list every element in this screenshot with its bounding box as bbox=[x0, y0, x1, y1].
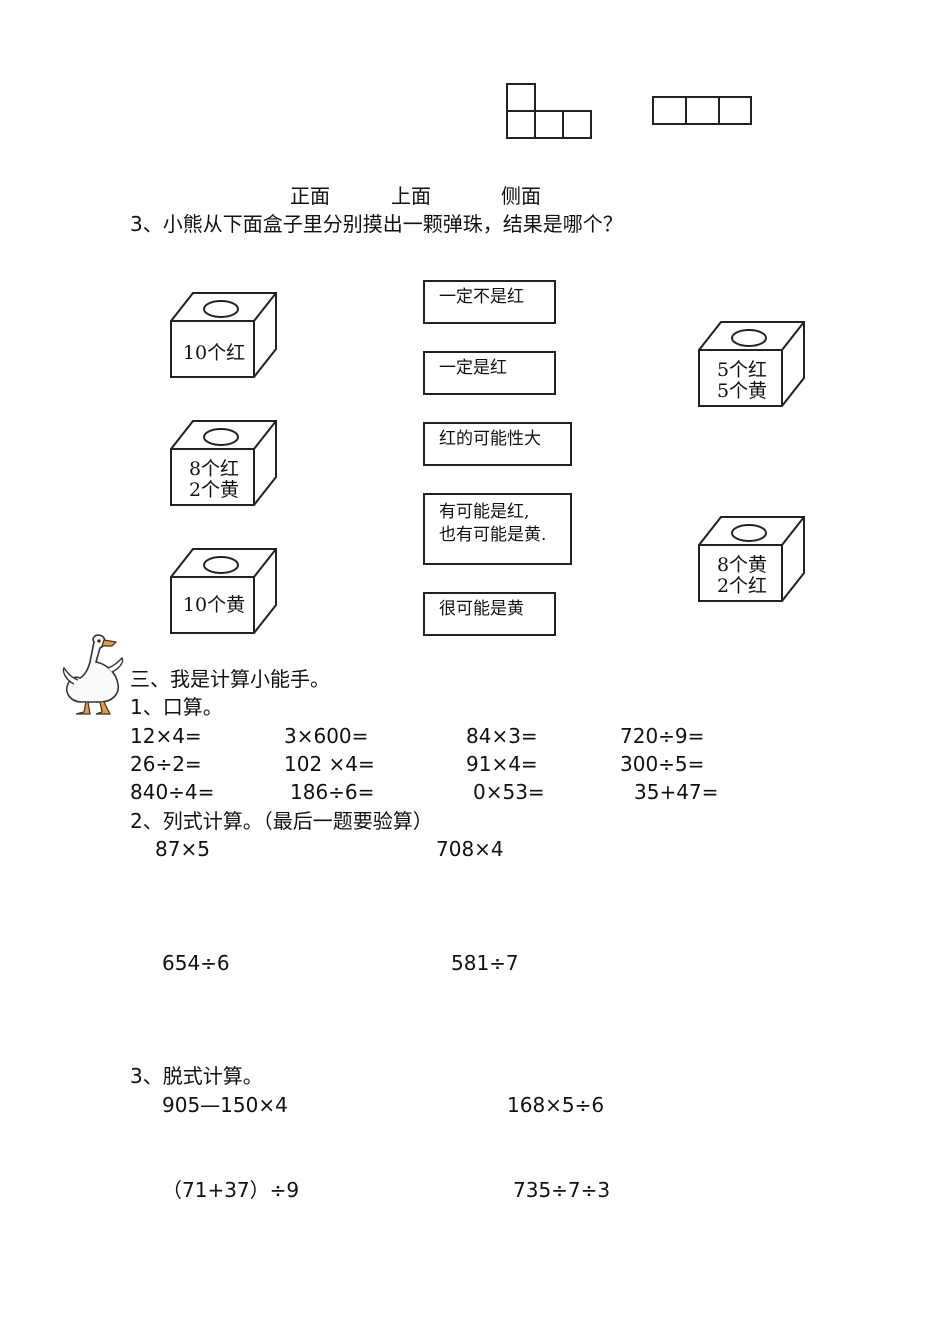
vertical-item: 87×5 bbox=[155, 837, 210, 861]
vertical-item: 581÷7 bbox=[451, 951, 519, 975]
marble-box-1: 10个红 bbox=[168, 291, 280, 381]
vertical-item: 708×4 bbox=[436, 837, 504, 861]
q3-title: 3、小熊从下面盒子里分别摸出一颗弹珠，结果是哪个？ bbox=[130, 212, 623, 236]
option-definitely-not-red: 一定不是红 bbox=[423, 280, 556, 324]
option-red-more-likely: 红的可能性大 bbox=[423, 422, 572, 466]
oral-item: 186÷6= bbox=[290, 780, 375, 804]
oral-item: 720÷9= bbox=[620, 724, 705, 748]
oral-item: 35+47= bbox=[634, 780, 719, 804]
marble-box-4: 5个红 5个黄 bbox=[696, 320, 808, 410]
stepwise-item: 735÷7÷3 bbox=[513, 1178, 611, 1202]
goose-illustration bbox=[60, 632, 128, 716]
oral-item: 300÷5= bbox=[620, 752, 705, 776]
vertical-item: 654÷6 bbox=[162, 951, 230, 975]
marble-box-2: 8个红 2个黄 bbox=[168, 419, 280, 509]
option-maybe-red-or-yellow: 有可能是红, 也有可能是黄. bbox=[423, 493, 572, 565]
section3-title: 三、我是计算小能手。 bbox=[130, 667, 330, 691]
marble-box-5: 8个黄 2个红 bbox=[696, 515, 808, 605]
vertical-title: 2、列式计算。（最后一题要验算） bbox=[130, 809, 433, 833]
option-definitely-red: 一定是红 bbox=[423, 351, 556, 395]
oral-item: 84×3= bbox=[466, 724, 538, 748]
stepwise-item: （71+37）÷9 bbox=[162, 1178, 300, 1202]
oral-item: 91×4= bbox=[466, 752, 538, 776]
oral-item: 3×600= bbox=[284, 724, 369, 748]
stepwise-title: 3、脱式计算。 bbox=[130, 1064, 263, 1088]
oral-item: 102 ×4= bbox=[284, 752, 375, 776]
label-side: 侧面 bbox=[501, 184, 541, 208]
option-very-likely-yellow: 很可能是黄 bbox=[423, 592, 556, 636]
label-front: 正面 bbox=[290, 184, 330, 208]
oral-item: 0×53= bbox=[473, 780, 545, 804]
marble-box-3: 10个黄 bbox=[168, 547, 280, 637]
oral-item: 12×4= bbox=[130, 724, 202, 748]
stepwise-item: 905—150×4 bbox=[162, 1093, 288, 1117]
oral-title: 1、口算。 bbox=[130, 695, 223, 719]
stepwise-item: 168×5÷6 bbox=[507, 1093, 605, 1117]
oral-item: 840÷4= bbox=[130, 780, 215, 804]
oral-item: 26÷2= bbox=[130, 752, 202, 776]
label-top: 上面 bbox=[391, 184, 431, 208]
